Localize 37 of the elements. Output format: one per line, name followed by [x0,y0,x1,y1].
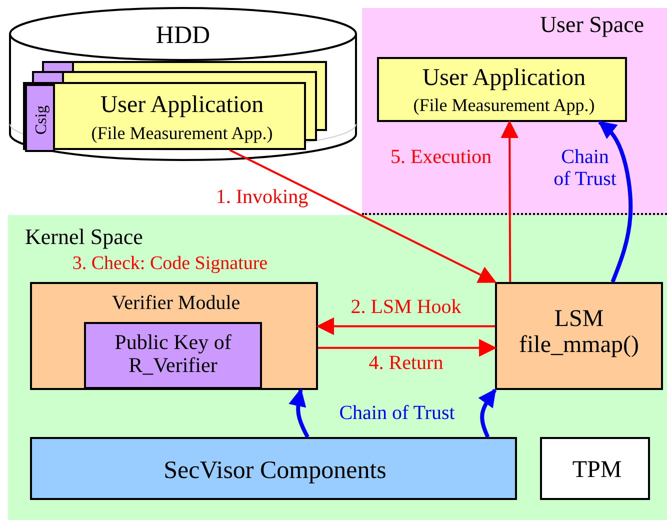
disk-cylinder [8,8,358,160]
arrow [316,317,495,336]
edge-label: 5. Execution [390,146,492,168]
arrow [478,388,497,438]
edge-label: Chain of Trust [553,146,617,190]
arrow [318,338,497,357]
arrow [598,120,633,283]
node-text: (File Measurement App.) [413,96,595,116]
node-text: User Application [100,92,264,118]
node-text: HDD [156,22,210,50]
key-box [84,322,262,389]
component-box [30,437,517,500]
edge-label: 1. Invoking [216,186,308,208]
node-text: TPM [572,457,622,484]
kernel-space-region [8,215,667,520]
node-text: Verifier Module [112,292,240,314]
region-label: Kernel Space [25,225,143,250]
edge-label: 2. LSM Hook [350,296,462,318]
edge-label: 4. Return [368,352,444,374]
step-label: 3. Check: Code Signature [72,254,268,275]
signature-tab [25,84,55,152]
edge-label: Chain of Trust [339,402,455,424]
file-card [23,82,306,150]
node-text: LSM file_mmap() [518,306,640,359]
arrow [288,388,310,438]
chip-box [540,437,650,500]
arrow [229,149,497,283]
region-label: User Space [540,12,644,38]
hook-box [495,282,663,390]
node-text: (File Measurement App.) [91,124,273,144]
node-text: Public Key of R_Verifier [114,331,232,378]
node-text: Csig [33,105,51,135]
arrow [500,120,519,282]
user-space-region [362,8,667,215]
application-box [377,57,627,122]
node-text: User Application [422,65,586,92]
node-text: SecVisor Components [164,457,386,484]
